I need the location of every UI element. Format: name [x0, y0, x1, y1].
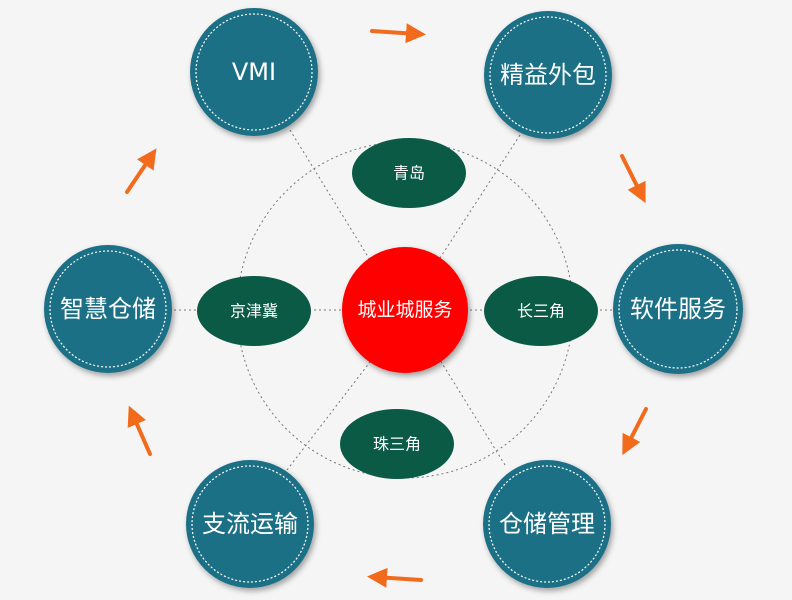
outer-node-warehouse[interactable]: 仓储管理 — [483, 460, 611, 588]
arrow-transport-to-smart-storage — [127, 405, 152, 456]
outer-node-dashed-ring — [195, 13, 313, 131]
outer-node-software[interactable]: 软件服务 — [613, 244, 743, 374]
inner-node-ellipse — [340, 409, 454, 479]
inner-node-label: 青岛 — [393, 164, 425, 183]
outer-node-vmi[interactable]: VMI — [190, 8, 318, 136]
outer-node-label: 仓储管理 — [499, 510, 595, 538]
outer-node-dashed-ring — [488, 465, 606, 583]
outer-node-circle — [44, 245, 172, 373]
inner-node-label: 京津冀 — [230, 302, 278, 321]
outer-node-circle — [484, 11, 612, 139]
center-circle — [342, 247, 468, 373]
inner-node-ellipse — [484, 276, 598, 346]
outer-node-smart-storage[interactable]: 智慧仓储 — [44, 245, 172, 373]
center-label: 城业城服务 — [357, 299, 452, 321]
inner-node-pearl[interactable]: 珠三角 — [340, 409, 454, 479]
inner-node-jingjinji[interactable]: 京津冀 — [197, 276, 311, 346]
outer-node-label: 支流运输 — [202, 510, 298, 538]
inner-node-label: 珠三角 — [373, 435, 421, 454]
arrow-software-to-warehouse — [622, 407, 648, 456]
inner-node-yangtze[interactable]: 长三角 — [484, 276, 598, 346]
outer-node-circle — [186, 460, 314, 588]
outer-node-label: 软件服务 — [630, 295, 726, 323]
arrow-vmi-to-outsourcing — [370, 23, 426, 44]
inner-node-ellipse — [352, 138, 466, 208]
outer-node-circle — [483, 460, 611, 588]
arrow-smart-storage-to-vmi — [125, 148, 157, 194]
outer-node-dashed-ring — [191, 465, 309, 583]
inner-node-qingdao[interactable]: 青岛 — [352, 138, 466, 208]
outer-node-dashed-ring — [618, 249, 738, 369]
flow-arrows — [125, 23, 648, 588]
connector-vmi — [289, 129, 371, 261]
arrow-warehouse-to-transport — [367, 567, 423, 588]
outer-node-dashed-ring — [49, 250, 167, 368]
connector-warehouse — [439, 359, 506, 466]
outer-node-circle — [613, 244, 743, 374]
outer-node-circle — [190, 8, 318, 136]
outer-node-label: 精益外包 — [500, 61, 596, 89]
center-node[interactable]: 城业城服务 — [342, 247, 468, 373]
outer-node-dashed-ring — [489, 16, 607, 134]
inner-node-label: 长三角 — [517, 302, 565, 321]
outer-node-label: 智慧仓储 — [60, 295, 156, 323]
outer-node-outsourcing[interactable]: 精益外包 — [484, 11, 612, 139]
outer-node-label: VMI — [232, 58, 276, 86]
inner-node-ellipse — [197, 276, 311, 346]
arrow-outsourcing-to-software — [620, 154, 646, 204]
outer-node-transport[interactable]: 支流运输 — [186, 460, 314, 588]
